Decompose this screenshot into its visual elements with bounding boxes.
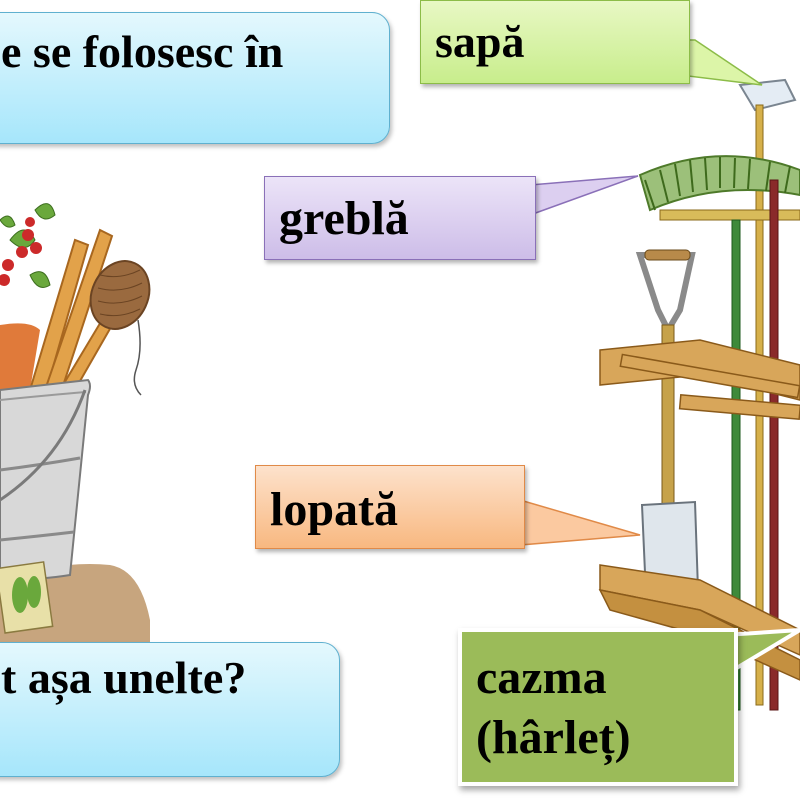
question-text-bottom: t așa unelte? [1,652,247,703]
question-box-top: e se folosesc în [0,12,390,144]
lopata-callout: lopată [255,465,525,549]
sapa-callout: sapă [420,0,690,84]
cazma-label-line1: cazma [476,651,607,704]
lopata-label: lopată [270,483,399,536]
lopata-callout-pointer [519,499,641,546]
sapa-callout-pointer [679,39,763,86]
grebla-label: greblă [279,192,409,245]
grebla-callout-pointer [529,175,639,217]
grebla-callout: greblă [264,176,536,260]
cazma-label-line2: (hârleț) [476,711,631,764]
question-box-bottom: t așa unelte? [0,642,340,777]
question-text-top: e se folosesc în [1,26,284,77]
bucket-illustration [0,203,151,650]
sapa-label: sapă [435,16,525,67]
cazma-callout: cazma (hârleț) [458,628,738,786]
